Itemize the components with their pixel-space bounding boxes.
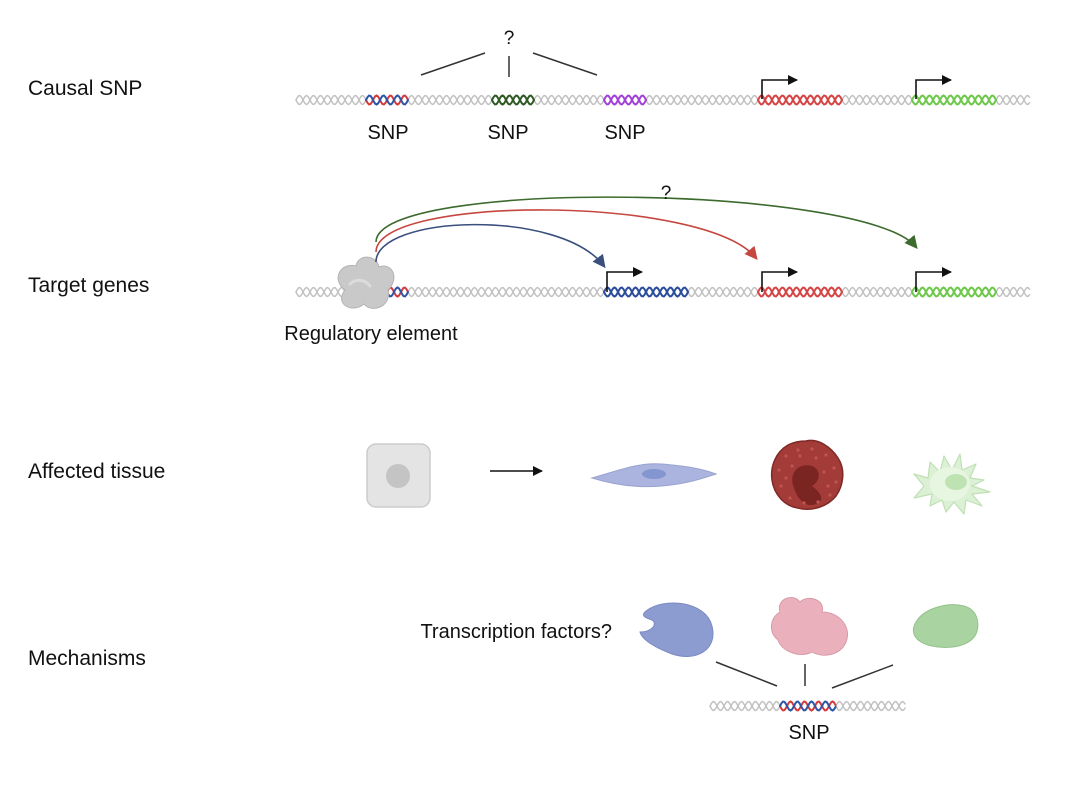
target-genes-question-mark: ? bbox=[661, 183, 672, 204]
affected-tissue-row bbox=[366, 439, 991, 515]
causal-snp-question-mark: ? bbox=[504, 28, 515, 49]
neutrophil-icon bbox=[770, 439, 844, 510]
target-genes-row: ? Regulatory element bbox=[284, 183, 1031, 345]
regulatory-arrows bbox=[375, 196, 918, 269]
snp-segment bbox=[491, 94, 535, 106]
dna-strand bbox=[295, 94, 1031, 106]
promoter-arrow-icon bbox=[761, 75, 798, 99]
regulatory-element-icon bbox=[337, 256, 395, 309]
promoter-arrow-icon bbox=[915, 75, 952, 99]
gene-segment bbox=[757, 286, 843, 298]
promoter-arrow-icon bbox=[761, 267, 798, 292]
snp-label: SNP bbox=[487, 122, 528, 144]
stem-cell-icon bbox=[366, 443, 431, 508]
mechanisms-row: Transcription factors? SNP bbox=[420, 597, 979, 744]
snp-label: SNP bbox=[604, 122, 645, 144]
snp-label: SNP bbox=[367, 122, 408, 144]
snp-segment bbox=[603, 94, 647, 106]
row-label-causal-snp: Causal SNP bbox=[28, 77, 143, 100]
gene-segment bbox=[911, 94, 997, 106]
gene-segment bbox=[757, 94, 843, 106]
promoter-arrow-icon bbox=[915, 267, 952, 292]
causal-snp-row: ? SNP SNP SNP bbox=[295, 28, 1031, 144]
snp-connector-lines bbox=[420, 52, 598, 77]
row-label-affected-tissue: Affected tissue bbox=[28, 460, 166, 483]
mechanisms-snp-label: SNP bbox=[788, 722, 829, 744]
row-label-target-genes: Target genes bbox=[28, 274, 150, 297]
dna-strand bbox=[709, 700, 906, 712]
tf-connector-lines bbox=[715, 661, 894, 689]
transcription-factor-icon bbox=[912, 604, 979, 648]
gene-segment bbox=[911, 286, 997, 298]
transcription-factor-icon bbox=[771, 597, 848, 656]
gene-segment bbox=[603, 286, 689, 298]
regulatory-element-label: Regulatory element bbox=[284, 323, 458, 345]
fibroblast-icon bbox=[590, 463, 718, 488]
dna-strand bbox=[295, 286, 1031, 298]
row-label-mechanisms: Mechanisms bbox=[28, 647, 146, 670]
promoter-arrow-icon bbox=[606, 267, 643, 292]
transcription-factor-icon bbox=[639, 602, 714, 657]
snp-segment bbox=[779, 700, 837, 712]
transcription-factors-label: Transcription factors? bbox=[420, 621, 612, 643]
dendritic-cell-icon bbox=[913, 453, 991, 515]
snp-segment bbox=[365, 94, 409, 106]
